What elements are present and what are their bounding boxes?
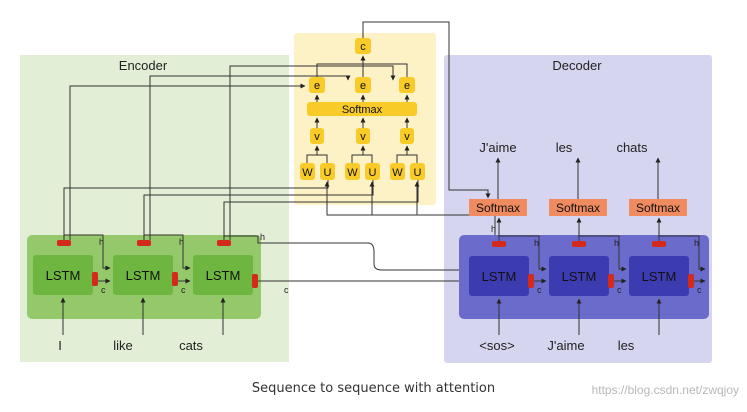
attention-w-1-label: W	[302, 167, 313, 179]
encoder-cell-1: LSTM	[33, 240, 98, 295]
decoder-h-link-2	[578, 235, 627, 272]
attention-e-to-context	[316, 56, 408, 77]
decoder-output-3: chats	[616, 140, 648, 155]
decoder-c-label-3: c	[697, 285, 702, 295]
encoder-cell-2: LSTM	[113, 240, 178, 295]
encoder-h-label-3: h	[260, 232, 265, 242]
decoder-cell-2-h-gate	[572, 241, 586, 247]
decoder-state-to-attention-u	[324, 181, 496, 235]
encoder-cell-2-label: LSTM	[126, 268, 161, 283]
encoder-input-3: cats	[179, 338, 203, 353]
figure-caption: Sequence to sequence with attention	[251, 381, 496, 396]
attention-v-2-label: v	[360, 131, 366, 143]
decoder-cell-3-c-gate	[688, 274, 694, 288]
decoder-cell-2: LSTM	[549, 241, 614, 296]
attention-context-label: c	[360, 41, 366, 53]
encoder-state-2-to-attention	[143, 178, 374, 240]
encoder-c-label-2: c	[181, 285, 186, 295]
encoder-state-1-to-score	[69, 83, 306, 240]
attention-context-to-decoder	[362, 21, 491, 199]
decoder-cell-1-c-gate	[528, 274, 534, 288]
decoder-softmax-1-label: Softmax	[476, 201, 520, 215]
decoder-softmax-1: Softmax	[469, 199, 527, 216]
decoder-cell-1-label: LSTM	[482, 269, 517, 284]
attention-softmax: Softmax	[307, 102, 417, 116]
decoder-input-1: <sos>	[479, 338, 514, 353]
decoder-cell-2-c-gate	[608, 274, 614, 288]
decoder-h-label-2: h	[534, 238, 539, 248]
attention-u-2-label: U	[369, 167, 377, 179]
decoder-cell-3-h-gate	[652, 241, 666, 247]
decoder-softmax-3: Softmax	[629, 199, 687, 216]
attention-score-1: e	[309, 77, 325, 93]
attention-v-3-label: v	[404, 131, 410, 143]
decoder-title: Decoder	[552, 58, 602, 73]
attention-wu-2: W U	[345, 163, 380, 180]
attention-score-2: e	[355, 77, 371, 93]
decoder-softmax-2-label: Softmax	[556, 201, 600, 215]
encoder-cell-2-c-gate	[172, 272, 178, 286]
watermark: https://blog.csdn.net/zwqjoy	[591, 383, 739, 397]
encoder-title: Encoder	[119, 58, 168, 73]
encoder-cell-2-h-gate	[137, 240, 151, 246]
encoder-state-3-to-score	[229, 65, 396, 240]
attention-wu2-to-v2	[351, 146, 373, 163]
encoder-h-label-1: h	[99, 237, 104, 247]
encoder-c-label-1: c	[101, 285, 106, 295]
encoder-cell-3-c-gate	[252, 274, 258, 288]
attention-v-2: v	[356, 128, 370, 144]
decoder-c-label-2: c	[617, 285, 622, 295]
decoder-h-link-3	[658, 235, 706, 272]
encoder-c-label-3: c	[284, 285, 289, 295]
decoder-output-1: J'aime	[479, 140, 516, 155]
decoder-cell-2-label: LSTM	[562, 269, 597, 284]
encoder-cell-3-h-gate	[217, 240, 231, 246]
encoder-cell-3-label: LSTM	[206, 268, 241, 283]
attention-v-1-label: v	[314, 131, 320, 143]
decoder-softmax-2: Softmax	[549, 199, 607, 216]
decoder-cell-3: LSTM	[629, 241, 694, 296]
encoder-h-label-2: h	[179, 237, 184, 247]
attention-u-3-label: U	[414, 167, 422, 179]
attention-score-3-label: e	[404, 80, 410, 92]
encoder-state-3-to-attention	[223, 178, 419, 240]
decoder-h-label-4: h	[694, 238, 699, 248]
attention-context-node: c	[355, 38, 371, 54]
attention-score-2-label: e	[360, 80, 366, 92]
attention-wu1-to-v1	[306, 146, 328, 163]
attention-softmax-label: Softmax	[342, 104, 383, 116]
decoder-h-link-1	[498, 235, 547, 272]
attention-score-1-label: e	[314, 80, 320, 92]
diagram-canvas: Encoder Decoder LSTM LSTM LSTM I like ca…	[20, 21, 712, 363]
encoder-state-2-to-score	[149, 75, 351, 240]
attention-v-1: v	[310, 128, 324, 144]
attention-w-2-label: W	[347, 167, 358, 179]
decoder-input-2: J'aime	[547, 338, 584, 353]
decoder-cell-1-h-gate	[492, 241, 506, 247]
attention-wu-3: W U	[390, 163, 425, 180]
attention-wu-1: W U	[300, 163, 335, 180]
attention-u-1-label: U	[324, 167, 332, 179]
encoder-cell-3: LSTM	[193, 240, 258, 295]
decoder-cell-3-label: LSTM	[642, 269, 677, 284]
decoder-softmax-3-label: Softmax	[636, 201, 680, 215]
attention-wu3-to-v3	[396, 146, 418, 163]
attention-w-3-label: W	[392, 167, 403, 179]
encoder-cell-1-label: LSTM	[46, 268, 81, 283]
encoder-input-1: I	[58, 338, 62, 353]
encoder-cell-1-c-gate	[92, 272, 98, 286]
decoder-h-label-3: h	[614, 238, 619, 248]
decoder-output-2: les	[556, 140, 573, 155]
decoder-h-label-1: h	[491, 224, 496, 234]
decoder-input-3: les	[618, 338, 635, 353]
decoder-cell-1: LSTM	[469, 241, 534, 296]
encoder-cell-1-h-gate	[57, 240, 71, 246]
encoder-final-h-edge	[223, 235, 467, 273]
decoder-c-label-1: c	[537, 285, 542, 295]
encoder-input-2: like	[113, 338, 133, 353]
attention-score-3: e	[399, 77, 415, 93]
attention-v-3: v	[400, 128, 414, 144]
